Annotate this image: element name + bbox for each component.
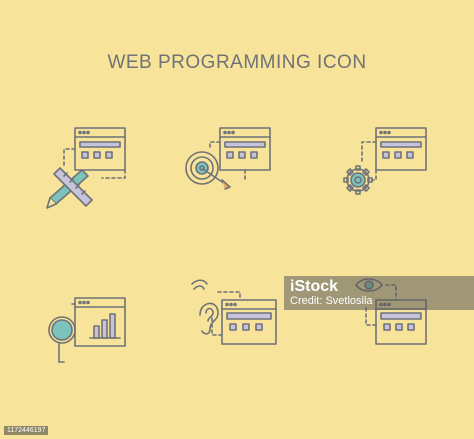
browser-magnifier-chart-icon — [42, 290, 192, 400]
browser-target-icon — [170, 120, 320, 230]
watermark-logo: iStock — [290, 278, 339, 295]
browser-ear-icon — [170, 275, 320, 385]
page-title: WEB PROGRAMMING ICON — [107, 52, 367, 73]
watermark: iStock Credit: Svetlosila — [284, 276, 474, 310]
watermark-credit: Credit: Svetlosila — [290, 295, 373, 307]
browser-gear-icon — [300, 120, 450, 230]
browser-pencil-ruler-icon — [42, 120, 192, 230]
image-id: 1172446197 — [4, 426, 49, 435]
